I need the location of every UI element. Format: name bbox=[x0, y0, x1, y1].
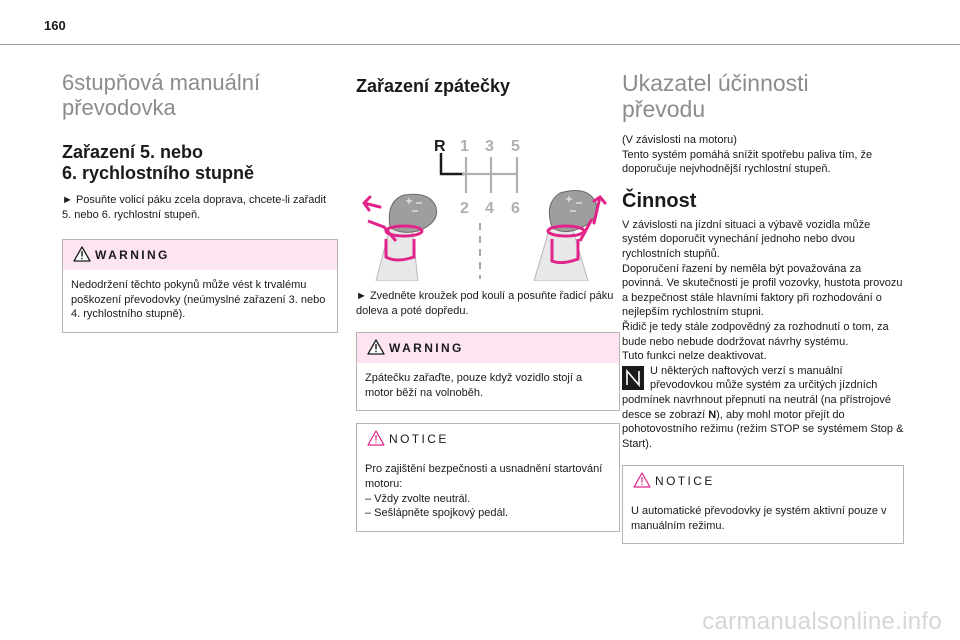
notice-text: U automatické převodovky je systém aktiv… bbox=[631, 505, 887, 532]
diesel-neutral-text: U některých naftových verzí s manuální p… bbox=[622, 364, 904, 450]
notice-triangle-icon bbox=[367, 430, 385, 446]
instruction-text: ► Posuňte volicí páku zcela doprava, chc… bbox=[62, 194, 327, 221]
notice-triangle-icon bbox=[633, 472, 651, 488]
warning-label: WARNING bbox=[389, 341, 464, 356]
notice-box: NOTICE Pro zajištění bezpečnosti a usnad… bbox=[356, 423, 620, 532]
warning-triangle-icon bbox=[73, 246, 91, 262]
gear-knob-left bbox=[362, 193, 438, 281]
warning-box: WARNING Nedodržení těchto pokynů může vé… bbox=[62, 239, 338, 333]
warning-text: Zpátečku zařaďte, pouze když vozidlo sto… bbox=[365, 372, 583, 399]
gear-label-2: 2 bbox=[460, 200, 469, 217]
subsection-title: Zařazení 5. nebo 6. rychlostního stupně bbox=[62, 142, 255, 183]
gear-label-r: R bbox=[434, 138, 446, 155]
body-text: V závislosti na jízdní situaci a výbavě … bbox=[622, 218, 903, 363]
section-title: Ukazatel účinnosti převodu bbox=[622, 70, 809, 122]
warning-header: WARNING bbox=[357, 333, 619, 364]
neutral-indicator-icon bbox=[622, 365, 644, 390]
warning-box: WARNING Zpátečku zařaďte, pouze když voz… bbox=[356, 332, 620, 412]
gear-label-5: 5 bbox=[511, 138, 520, 155]
notice-label: NOTICE bbox=[655, 474, 715, 489]
warning-text: Nedodržení těchto pokynů může vést k trv… bbox=[71, 279, 326, 321]
notice-header: NOTICE bbox=[623, 466, 903, 497]
section-title: Zařazení zpátečky bbox=[356, 76, 511, 96]
notice-label: NOTICE bbox=[389, 432, 449, 447]
notice-text: Pro zajištění bezpečnosti a usnadnění st… bbox=[365, 463, 603, 520]
intro-text: (V závislosti na motoru) Tento systém po… bbox=[622, 134, 873, 176]
warning-triangle-icon bbox=[367, 339, 385, 355]
page-number: 160 bbox=[44, 18, 66, 33]
gear-label-3: 3 bbox=[485, 138, 494, 155]
gear-label-1: 1 bbox=[460, 138, 469, 155]
notice-box: NOTICE U automatické převodovky je systé… bbox=[622, 465, 904, 545]
warning-label: WARNING bbox=[95, 248, 170, 263]
header-divider bbox=[0, 44, 960, 45]
section-title: 6stupňová manuální převodovka bbox=[62, 70, 261, 120]
gear-label-4: 4 bbox=[485, 200, 494, 217]
subsection-title: Činnost bbox=[622, 189, 697, 212]
column-gear-efficiency: Ukazatel účinnosti převodu (V závislosti… bbox=[622, 70, 904, 545]
gear-knob-right bbox=[533, 190, 607, 281]
instruction-text: ► Zvedněte kroužek pod koulí a posuňte ř… bbox=[356, 290, 614, 317]
warning-header: WARNING bbox=[63, 240, 337, 271]
watermark: carmanualsonline.info bbox=[702, 608, 942, 635]
column-reverse-gear: Zařazení zpátečky R 1 3 5 2 4 6 bbox=[356, 70, 620, 532]
gear-label-6: 6 bbox=[511, 200, 520, 217]
gear-pattern-diagram: R 1 3 5 2 4 6 bbox=[434, 138, 520, 217]
gear-shift-illustration: R 1 3 5 2 4 6 bbox=[362, 138, 607, 281]
notice-header: NOTICE bbox=[357, 424, 619, 455]
column-manual-gearbox: 6stupňová manuální převodovka Zařazení 5… bbox=[62, 70, 338, 333]
